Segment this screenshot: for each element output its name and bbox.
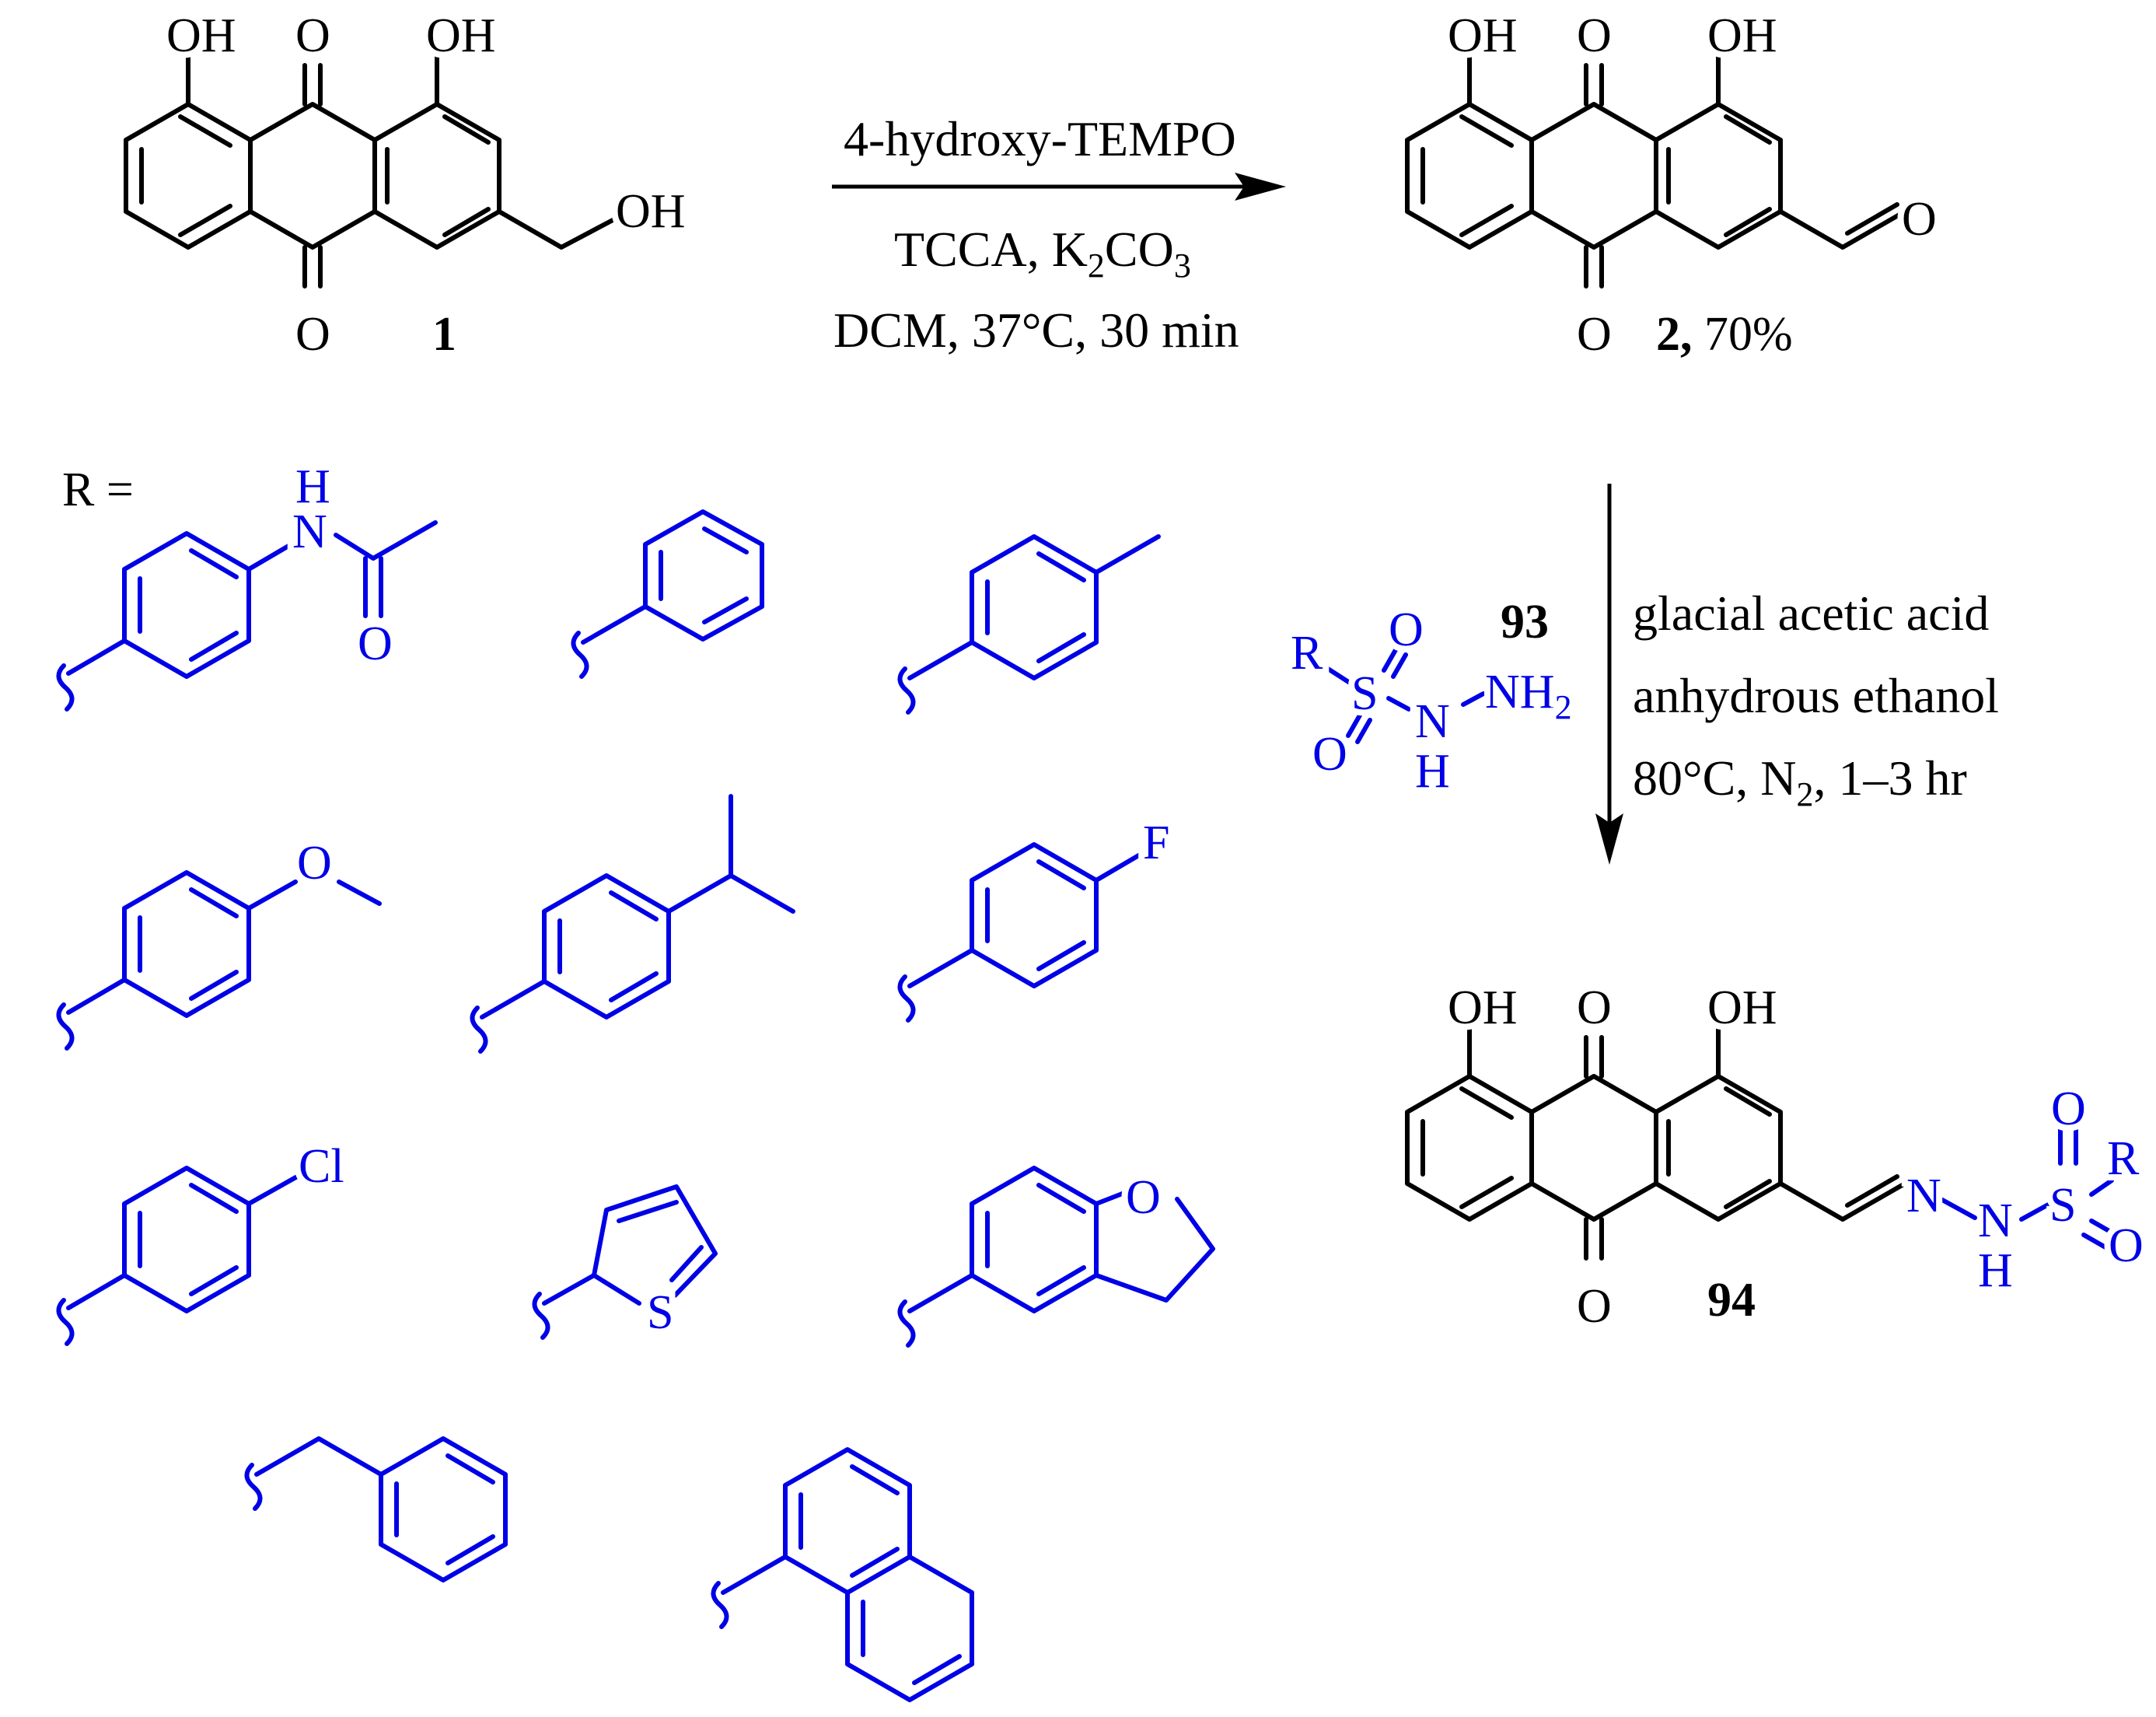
chlorine-label: Cl — [299, 1140, 344, 1193]
r-group-phenyl — [571, 509, 764, 679]
oh-label: OH — [426, 9, 496, 62]
carbonyl-o-label: O — [1577, 9, 1612, 62]
furan-o-label: O — [1126, 1171, 1161, 1224]
nh-hydrogen-label: H — [1978, 1244, 2013, 1297]
r-equals-label: R = — [62, 463, 134, 516]
compound-93-label: 93 — [1501, 596, 1549, 649]
fluorine-label: F — [1143, 817, 1169, 869]
carbonyl-o-label: O — [1577, 981, 1612, 1034]
r-group-thiophen-2-yl: S — [532, 1184, 718, 1345]
r-group-4-methoxyphenyl: O — [56, 831, 382, 1051]
oh-label: OH — [1707, 981, 1777, 1034]
aldehyde-o-label: O — [1902, 193, 1937, 246]
compound-94-label: 94 — [1707, 1274, 1756, 1327]
oh-label: OH — [1707, 9, 1777, 62]
amide-n-label: N — [292, 505, 327, 558]
sulfur-label: S — [2049, 1179, 2076, 1232]
nh-nitrogen-label: N — [1978, 1194, 2013, 1247]
product-94-structure: OH O OH O N N H S O R O 94 — [1405, 975, 2150, 1339]
reagent-text: 4-hydroxy-TEMPO — [844, 111, 1236, 166]
oh-label: OH — [1448, 9, 1518, 62]
condition-line-2: anhydrous ethanol — [1633, 668, 1999, 723]
r-group-4-methylphenyl — [897, 534, 1161, 715]
oh-label: OH — [166, 9, 236, 62]
r-group-4-isopropylphenyl — [470, 794, 795, 1054]
condition-line-3: 80°C, N2, 1–3 hr — [1633, 750, 1967, 813]
sulfonyl-o-label: O — [1312, 728, 1347, 781]
imine-n-label: N — [1906, 1170, 1941, 1222]
carbonyl-o-label: O — [1577, 1280, 1612, 1333]
oxidant-text: TCCA, K2CO3 — [894, 222, 1191, 285]
carbonyl-o-label: O — [295, 9, 330, 62]
sulfonyl-o-label: O — [1389, 603, 1424, 656]
sulfonyl-o-label: O — [2051, 1082, 2086, 1135]
nh-hydrogen-label: H — [1415, 745, 1450, 798]
sulfonyl-hydrazide-93: R O S O N H NH2 93 — [1284, 596, 1578, 804]
r-group-4-fluorophenyl: F — [897, 810, 1176, 1023]
r-group-label: R — [2107, 1132, 2140, 1185]
amide-o-label: O — [358, 617, 393, 670]
r-group-label: R — [1291, 627, 1323, 680]
carbonyl-o-label: O — [295, 308, 330, 361]
r-group-4-chlorophenyl: Cl — [56, 1134, 351, 1346]
sulfur-label: S — [1351, 667, 1378, 720]
oh-label: OH — [1448, 981, 1518, 1034]
methoxy-o-label: O — [297, 837, 332, 890]
compound-1-structure: OH O OH O OH 1 — [124, 3, 692, 367]
oh-label: OH — [616, 185, 686, 238]
compound-2-label: 2, 70% — [1656, 308, 1793, 361]
sulfur-label: S — [647, 1286, 673, 1339]
reaction-arrow-2 — [1595, 484, 1623, 865]
nh-nitrogen-label: N — [1415, 695, 1450, 748]
sulfonyl-o-label: O — [2109, 1219, 2144, 1272]
carbonyl-o-label: O — [1577, 308, 1612, 361]
r-group-dihydrobenzofuranyl: O — [897, 1165, 1215, 1348]
solvent-temp-time-text: DCM, 37°C, 30 min — [833, 302, 1239, 358]
amide-h-label: H — [295, 460, 330, 513]
compound-1-label: 1 — [432, 308, 456, 361]
r-group-benzyl — [244, 1436, 508, 1582]
nh2-label: NH2 — [1485, 666, 1572, 726]
compound-2-structure: OH O OH O O 2, 70% — [1405, 3, 1943, 367]
r-group-naphthalen-1-yl — [711, 1447, 974, 1702]
reaction-arrow-1 — [832, 173, 1286, 201]
r-group-4-acetamidophenyl: N H O — [56, 454, 438, 712]
condition-line-1: glacial acetic acid — [1633, 586, 1989, 641]
